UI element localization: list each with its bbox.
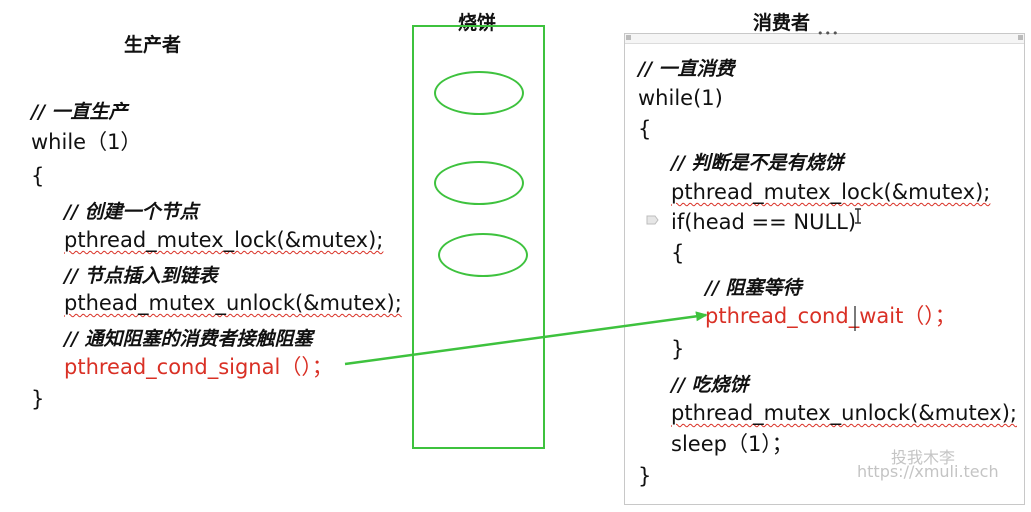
queue-box <box>412 25 545 449</box>
consumer-comment-loop: // 一直消费 <box>638 58 735 80</box>
consumer-while-line: while(1) <box>638 86 723 110</box>
consumer-mutex-unlock-line: pthread_mutex_unlock(&mutex); <box>671 403 1017 424</box>
consumer-comment-check: // 判断是不是有烧饼 <box>671 152 844 174</box>
consumer-close-brace: } <box>638 464 652 488</box>
producer-close-brace: } <box>31 387 45 411</box>
consumer-mutex-unlock-text: pthread_mutex_unlock(&mutex); <box>671 401 1017 425</box>
panel-resize-handle[interactable] <box>626 35 631 40</box>
producer-comment-create-node: // 创建一个节点 <box>64 201 199 223</box>
producer-cond-signal-line: pthread_cond_signal（）； <box>64 355 333 379</box>
producer-open-brace: { <box>31 164 45 188</box>
consumer-sleep-line: sleep（1）； <box>671 432 793 456</box>
consumer-open-brace: { <box>638 117 652 141</box>
producer-comment-notify: // 通知阻塞的消费者接触阻塞 <box>64 328 313 350</box>
producer-mutex-lock-line: pthread_mutex_lock(&mutex); <box>64 230 383 251</box>
producer-comment-insert: // 节点插入到链表 <box>64 265 218 287</box>
watermark-url: https://xmuli.tech <box>857 462 999 481</box>
queue-title: 烧饼 <box>458 12 497 34</box>
consumer-inner-open-brace: { <box>671 241 685 265</box>
producer-while-line: while（1） <box>31 130 142 154</box>
watermark-name: 投我木李 <box>891 448 956 467</box>
queue-node <box>434 71 524 115</box>
consumer-title: 消费者 <box>753 12 811 34</box>
producer-mutex-unlock-text: pthead_mutex_unlock(&mutex); <box>64 291 402 315</box>
producer-comment-loop: // 一直生产 <box>31 101 128 123</box>
producer-mutex-unlock-line: pthead_mutex_unlock(&mutex); <box>64 293 402 314</box>
consumer-mutex-lock-text: pthread_mutex_lock(&mutex); <box>671 180 991 204</box>
consumer-code-panel: ••• <box>624 27 1025 505</box>
queue-node <box>438 233 528 277</box>
consumer-comment-block: // 阻塞等待 <box>705 277 802 299</box>
producer-title: 生产者 <box>124 34 182 56</box>
consumer-inner-close-brace: } <box>671 337 685 361</box>
panel-resize-handle[interactable] <box>1018 35 1023 40</box>
consumer-cond-wait-line: pthread_cond_wait（）； <box>705 304 956 328</box>
consumer-comment-eat: // 吃烧饼 <box>671 374 749 396</box>
panel-grip-dots[interactable]: ••• <box>817 27 840 40</box>
panel-top-bar[interactable]: ••• <box>625 27 1024 44</box>
consumer-mutex-lock-line: pthread_mutex_lock(&mutex); <box>671 182 990 203</box>
consumer-if-line: if(head == NULL) <box>671 210 857 234</box>
producer-mutex-lock-text: pthread_mutex_lock(&mutex); <box>64 228 384 252</box>
queue-node <box>434 161 524 205</box>
